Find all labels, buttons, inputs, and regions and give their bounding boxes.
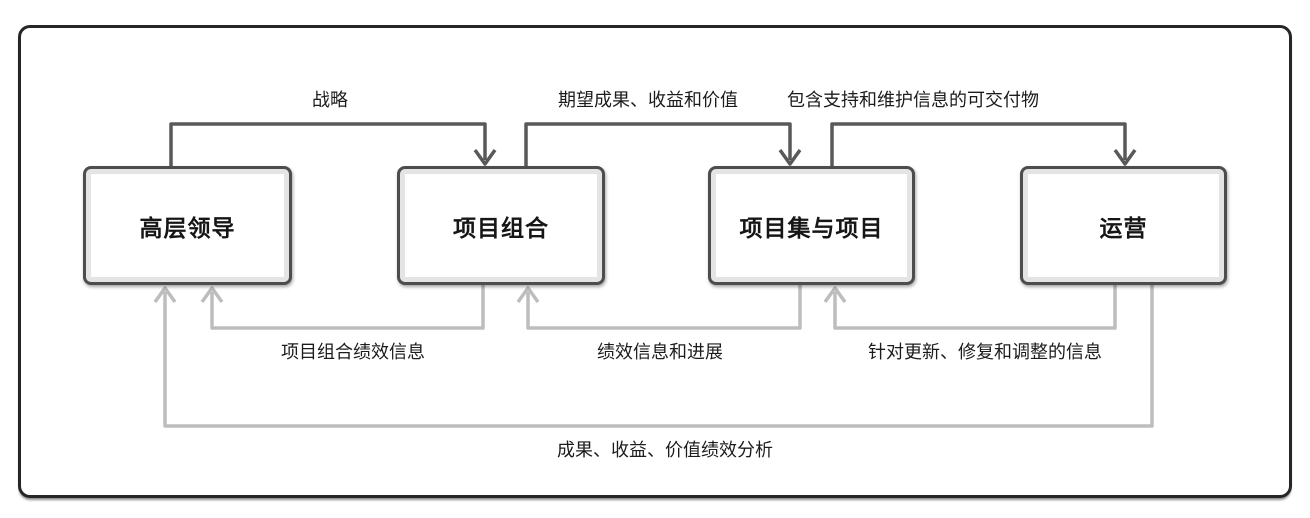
forward-arrow-deliverables <box>830 122 1137 166</box>
feedback-arrow-updates-fixes <box>823 285 1117 330</box>
forward-arrow-strategy <box>169 122 497 166</box>
node-programs-projects: 项目集与项目 <box>708 166 915 285</box>
edge-label-strategy: 战略 <box>312 90 348 110</box>
node-senior-leadership: 高层领导 <box>83 166 292 285</box>
edge-label-updates-fixes: 针对更新、修复和调整的信息 <box>868 342 1102 362</box>
edge-label-portfolio-performance: 项目组合绩效信息 <box>281 342 425 362</box>
edge-label-outcomes-analysis: 成果、收益、价值绩效分析 <box>557 440 773 460</box>
feedback-arrow-outcomes-analysis <box>153 285 1154 428</box>
edge-label-expected-outcomes: 期望成果、收益和价值 <box>558 90 738 110</box>
edge-label-deliverables: 包含支持和维护信息的可交付物 <box>787 90 1039 110</box>
feedback-arrow-performance-progress <box>516 285 802 330</box>
edge-label-performance-progress: 绩效信息和进展 <box>597 342 723 362</box>
node-operations: 运营 <box>1020 166 1227 285</box>
feedback-arrow-portfolio-performance <box>200 285 485 330</box>
node-portfolio: 项目组合 <box>397 166 605 285</box>
forward-arrow-expected-outcomes <box>524 122 802 166</box>
